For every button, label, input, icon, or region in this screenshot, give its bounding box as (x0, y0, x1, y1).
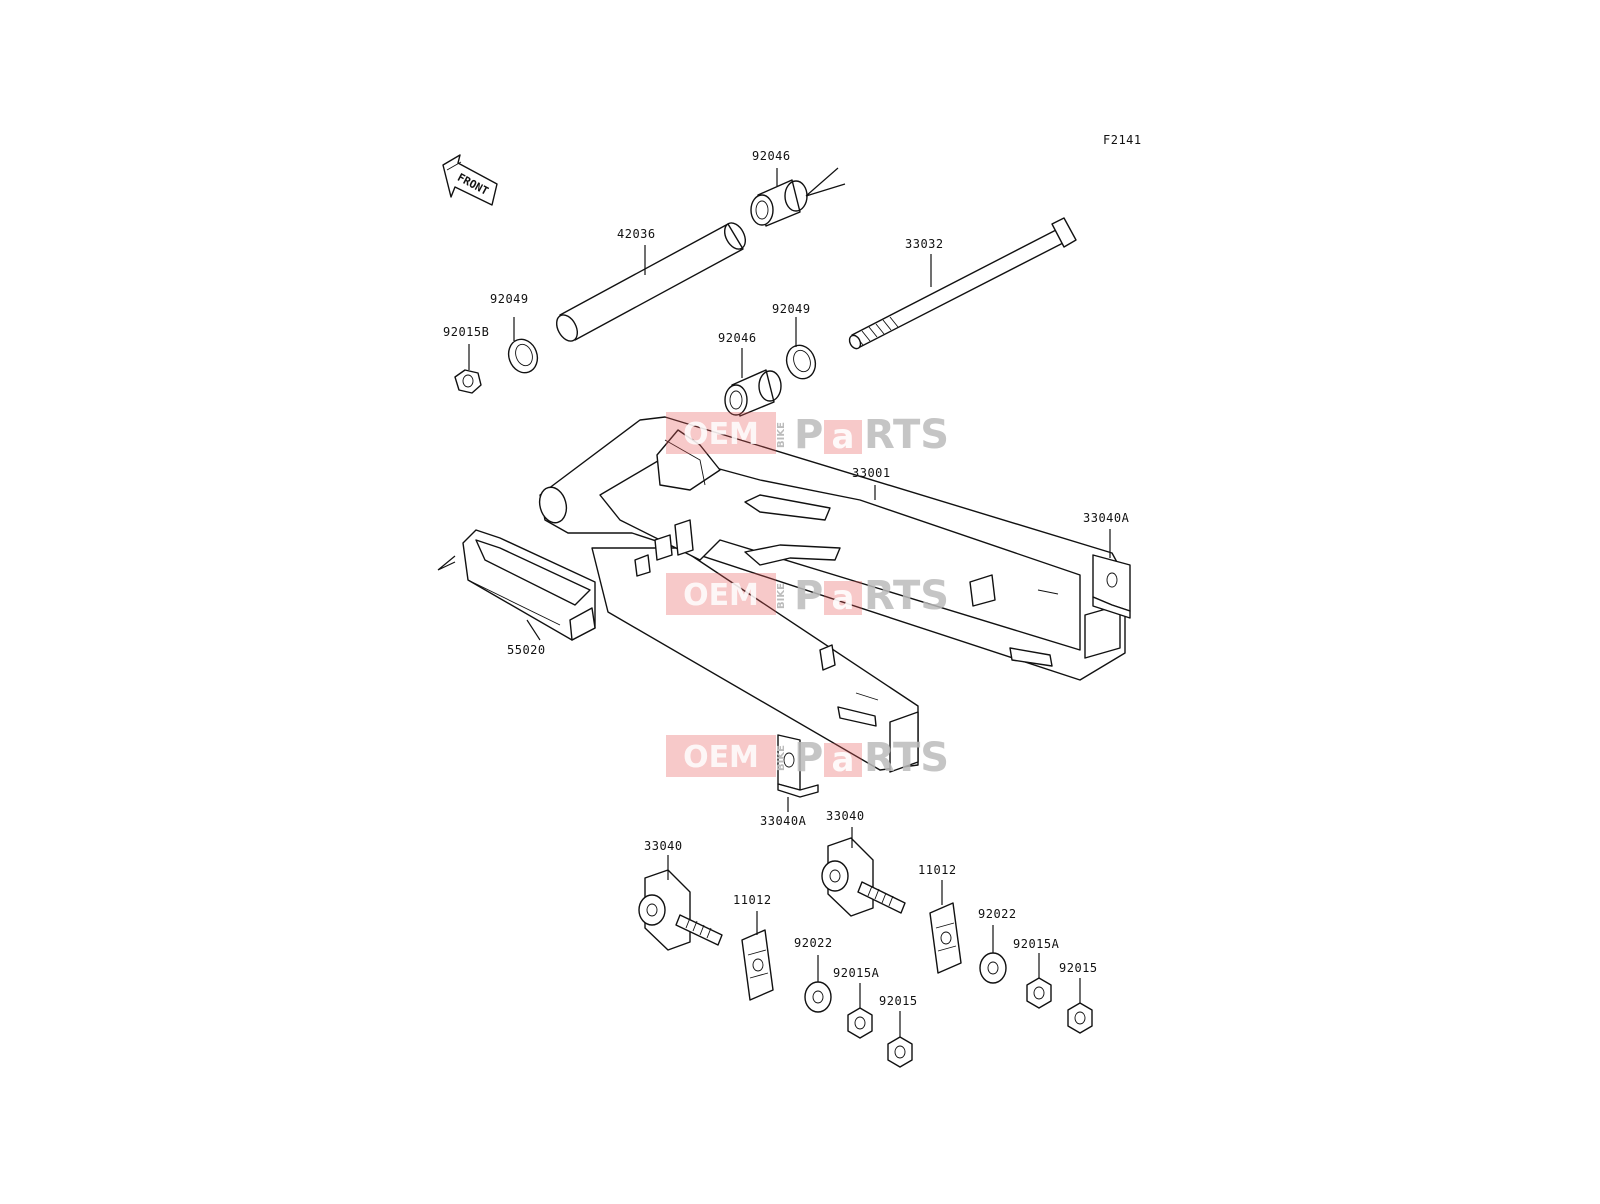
label-33040A-right: 33040A (1083, 511, 1130, 525)
adjuster-33040-right (821, 837, 906, 917)
svg-text:OEM: OEM (683, 417, 759, 452)
svg-text:a: a (832, 417, 855, 457)
label-42036: 42036 (617, 227, 656, 241)
label-92015A-right: 92015A (1013, 937, 1060, 951)
svg-text:RTS: RTS (864, 412, 949, 458)
label-92022-left: 92022 (794, 936, 833, 950)
label-92046-mid: 92046 (718, 331, 757, 345)
svg-text:P: P (794, 735, 823, 781)
block-11012-left (741, 929, 774, 1001)
nut-92015-right (1067, 1002, 1093, 1034)
axle-bolt-33032 (848, 217, 1077, 350)
nut-92015A-right (1026, 977, 1052, 1009)
label-92015A-left: 92015A (833, 966, 880, 980)
swingarm-33001 (538, 416, 1126, 773)
plate-33040A-right (1092, 554, 1131, 619)
svg-text:RTS: RTS (864, 573, 949, 619)
nut-92015-left (887, 1036, 913, 1068)
label-33040A-mid: 33040A (760, 814, 807, 828)
adjuster-33040-left (638, 869, 723, 951)
watermark-bottom: OEM BIKE P a RTS (666, 735, 949, 781)
label-33040-left: 33040 (644, 839, 683, 853)
label-33040-right: 33040 (826, 809, 865, 823)
plate-33040A-mid (777, 734, 819, 798)
svg-text:OEM: OEM (683, 740, 759, 775)
svg-text:RTS: RTS (864, 735, 949, 781)
block-11012-right (929, 902, 962, 974)
sleeve-42036 (555, 222, 747, 342)
washer-92022-left (804, 981, 832, 1013)
bearing-92046-top (750, 179, 808, 227)
label-33032: 33032 (905, 237, 944, 251)
svg-text:a: a (832, 740, 855, 780)
label-11012-left: 11012 (733, 893, 772, 907)
svg-text:P: P (794, 573, 823, 619)
label-92049-right: 92049 (772, 302, 811, 316)
svg-text:BIKE: BIKE (776, 422, 787, 448)
label-11012-right: 11012 (918, 863, 957, 877)
label-92046-top: 92046 (752, 149, 791, 163)
svg-text:OEM: OEM (683, 578, 759, 613)
svg-text:BIKE: BIKE (776, 583, 787, 609)
diagram-code: F2141 (1103, 133, 1142, 147)
watermark-mid: OEM BIKE P a RTS (666, 573, 949, 619)
front-arrow-icon: FRONT (442, 154, 498, 206)
bearing-92046-mid (724, 369, 782, 417)
svg-text:P: P (794, 412, 823, 458)
svg-text:BIKE: BIKE (776, 745, 787, 771)
seal-92049-left (507, 338, 539, 374)
label-92049-left: 92049 (490, 292, 529, 306)
label-33001: 33001 (852, 466, 891, 480)
label-92022-right: 92022 (978, 907, 1017, 921)
label-92015B: 92015B (443, 325, 489, 339)
label-55020: 55020 (507, 643, 546, 657)
watermark-top: OEM BIKE P a RTS (666, 412, 949, 458)
washer-92022-right (979, 952, 1007, 984)
svg-text:a: a (832, 578, 855, 618)
label-92015-left: 92015 (879, 994, 918, 1008)
seal-92049-right (785, 344, 817, 380)
chain-guard-55020 (462, 529, 596, 641)
nut-92015A-left (847, 1007, 873, 1039)
label-92015-right: 92015 (1059, 961, 1098, 975)
nut-92015B (454, 369, 482, 394)
